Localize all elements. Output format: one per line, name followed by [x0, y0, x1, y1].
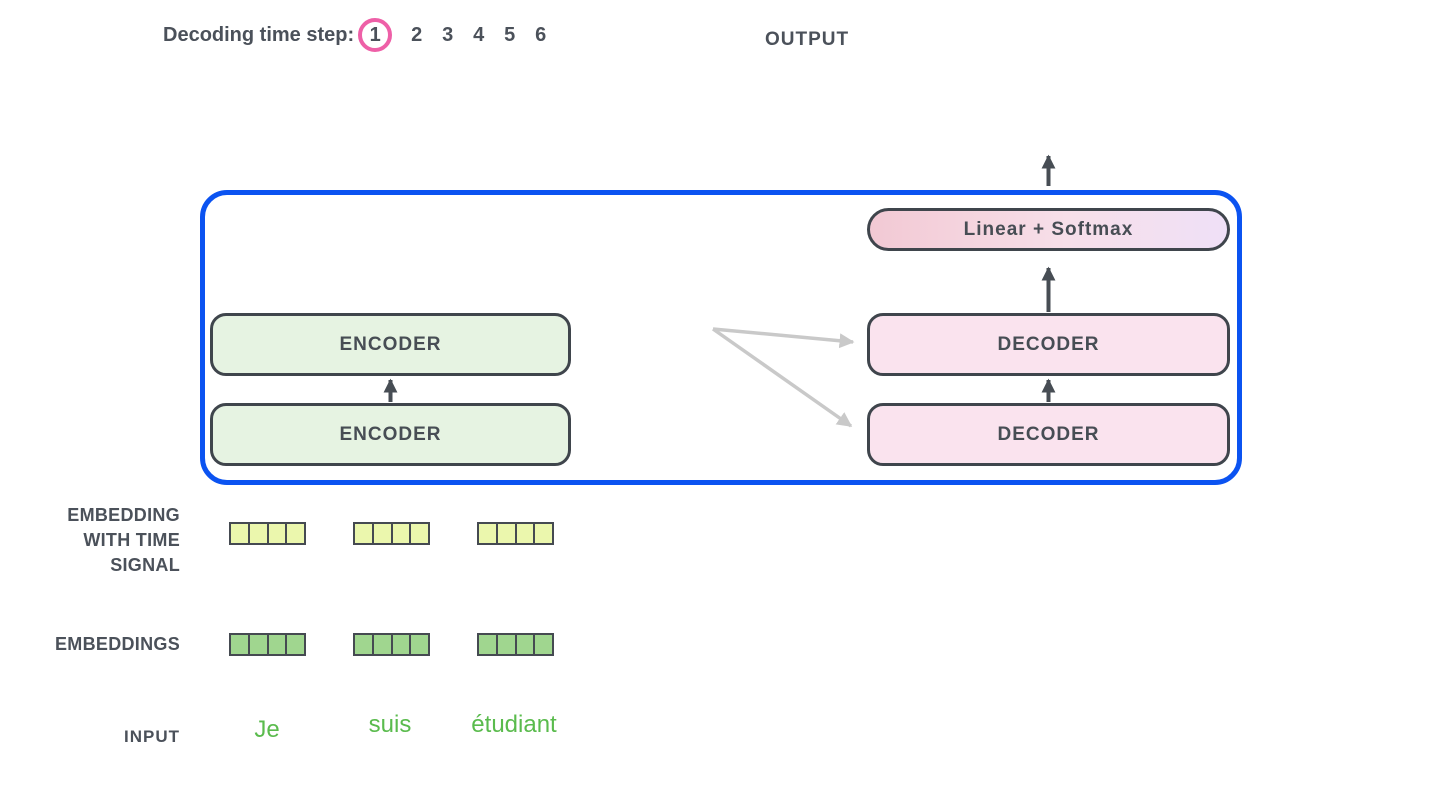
vector-cell: [266, 635, 286, 654]
input-token-etudiant: étudiant: [471, 711, 557, 738]
time-signal-vector-1: [229, 522, 306, 545]
vector-cell: [495, 635, 515, 654]
input-token-je: Je: [254, 716, 280, 743]
time-step-5[interactable]: 5: [504, 23, 516, 46]
vector-cell: [231, 524, 248, 543]
embedding-with-time-signal-label: EMBEDDING WITH TIME SIGNAL: [67, 505, 180, 575]
embedding-vector-3: [477, 633, 554, 656]
time-step-list: 1 2 3 4 5 6: [358, 18, 547, 52]
vector-cell: [479, 524, 496, 543]
vector-cell: [231, 635, 248, 654]
vector-cell: [409, 524, 428, 543]
vector-cell: [514, 524, 534, 543]
embedding-vector-1: [229, 633, 306, 656]
decoder-block-bottom: DECODER: [867, 403, 1230, 466]
decoding-time-step-label: Decoding time step:: [163, 23, 355, 46]
vector-cell: [514, 635, 534, 654]
linear-softmax-block: Linear + Softmax: [867, 208, 1230, 251]
vector-cell: [390, 635, 410, 654]
vector-cell: [371, 635, 391, 654]
vector-cell: [355, 524, 372, 543]
output-label: OUTPUT: [765, 29, 850, 50]
time-step-4[interactable]: 4: [473, 23, 485, 46]
vector-cell: [247, 635, 267, 654]
vector-cell: [355, 635, 372, 654]
vector-cell: [390, 524, 410, 543]
input-label: INPUT: [124, 727, 180, 746]
vector-cell: [495, 524, 515, 543]
vector-cell: [371, 524, 391, 543]
input-token-suis: suis: [368, 711, 412, 738]
vector-cell: [285, 635, 304, 654]
time-step-3[interactable]: 3: [442, 23, 454, 46]
vector-cell: [479, 635, 496, 654]
vector-cell: [247, 524, 267, 543]
time-signal-vector-2: [353, 522, 430, 545]
transformer-container-box: [200, 190, 1242, 485]
encoder-block-top: ENCODER: [210, 313, 571, 376]
time-signal-vector-3: [477, 522, 554, 545]
embeddings-label: EMBEDDINGS: [54, 634, 180, 654]
decoder-block-top: DECODER: [867, 313, 1230, 376]
vector-cell: [285, 524, 304, 543]
vector-cell: [533, 524, 552, 543]
time-step-2[interactable]: 2: [411, 23, 423, 46]
embedding-vector-2: [353, 633, 430, 656]
vector-cell: [533, 635, 552, 654]
time-step-6[interactable]: 6: [535, 23, 547, 46]
vector-cell: [409, 635, 428, 654]
vector-cell: [266, 524, 286, 543]
time-step-1-selected[interactable]: 1: [358, 18, 393, 52]
decoding-time-step-row: Decoding time step: 1 2 3 4 5 6: [163, 17, 547, 53]
encoder-block-bottom: ENCODER: [210, 403, 571, 466]
